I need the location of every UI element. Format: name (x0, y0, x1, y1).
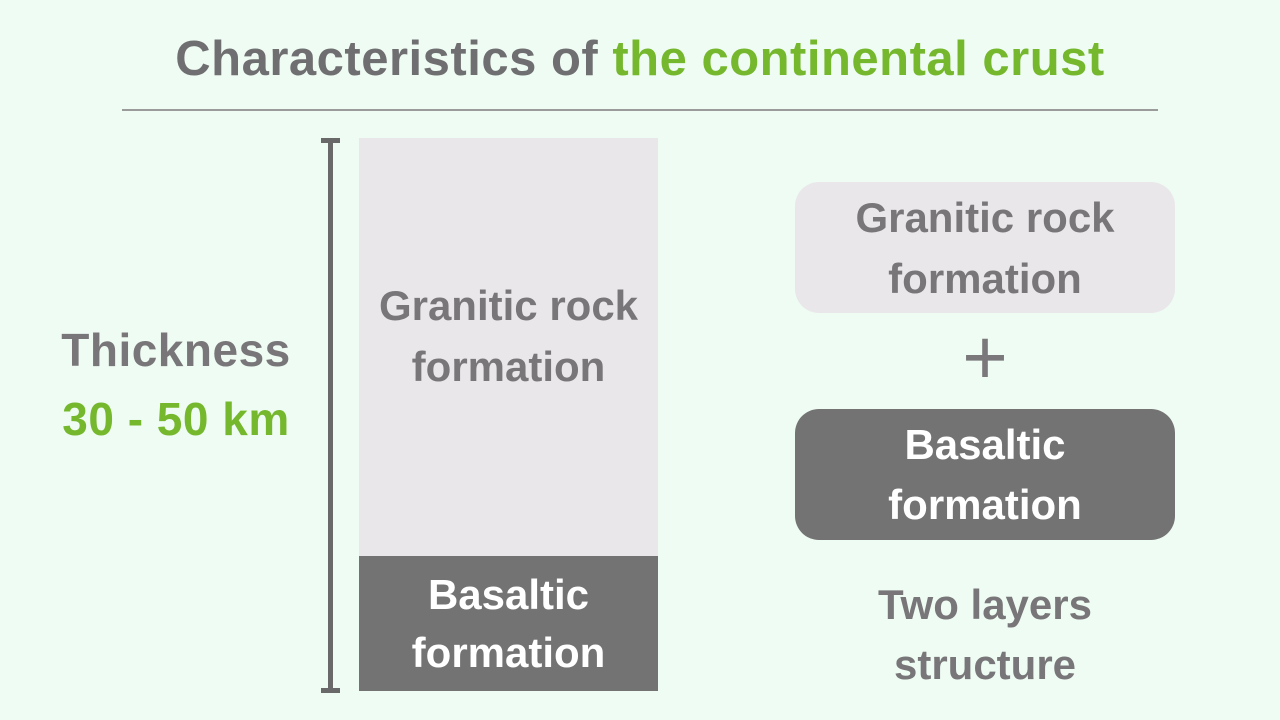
caption-line1: Two layers (878, 581, 1092, 628)
basaltic-box: Basaltic formation (795, 409, 1175, 540)
measure-bottom-cap (321, 688, 340, 693)
thickness-value: 30 - 50 km (62, 393, 290, 445)
title-highlight: the continental crust (612, 32, 1105, 86)
granitic-box: Granitic rock formation (795, 182, 1175, 313)
granitic-layer-label-line1: Granitic rock (378, 282, 639, 329)
basaltic-layer: Basaltic formation (359, 556, 658, 691)
title-divider (122, 109, 1158, 111)
granitic-layer: Granitic rock formation (359, 138, 658, 556)
caption-line2: structure (893, 641, 1077, 688)
basaltic-box-label-line2: formation (888, 480, 1082, 528)
granitic-box-label-line2: formation (888, 254, 1082, 302)
basaltic-layer-label-line2: formation (411, 628, 606, 676)
granitic-box-label-line1: Granitic rock (855, 193, 1115, 241)
two-layers-caption: Two layers structure (795, 575, 1175, 695)
title-prefix: Characteristics of (175, 32, 613, 86)
plus-sign: + (962, 312, 1008, 401)
basaltic-box-label-line1: Basaltic (904, 420, 1066, 468)
crust-column: Granitic rock formation Basaltic formati… (359, 138, 658, 691)
page-title: Characteristics of the continental crust (0, 33, 1280, 85)
granitic-layer-label-line2: formation (411, 343, 606, 390)
thickness-measure-line (321, 138, 340, 693)
basaltic-layer-label-line1: Basaltic (427, 570, 590, 618)
thickness-block: Thickness 30 - 50 km (40, 326, 312, 443)
thickness-label: Thickness (61, 324, 291, 376)
measure-bar (328, 138, 333, 693)
